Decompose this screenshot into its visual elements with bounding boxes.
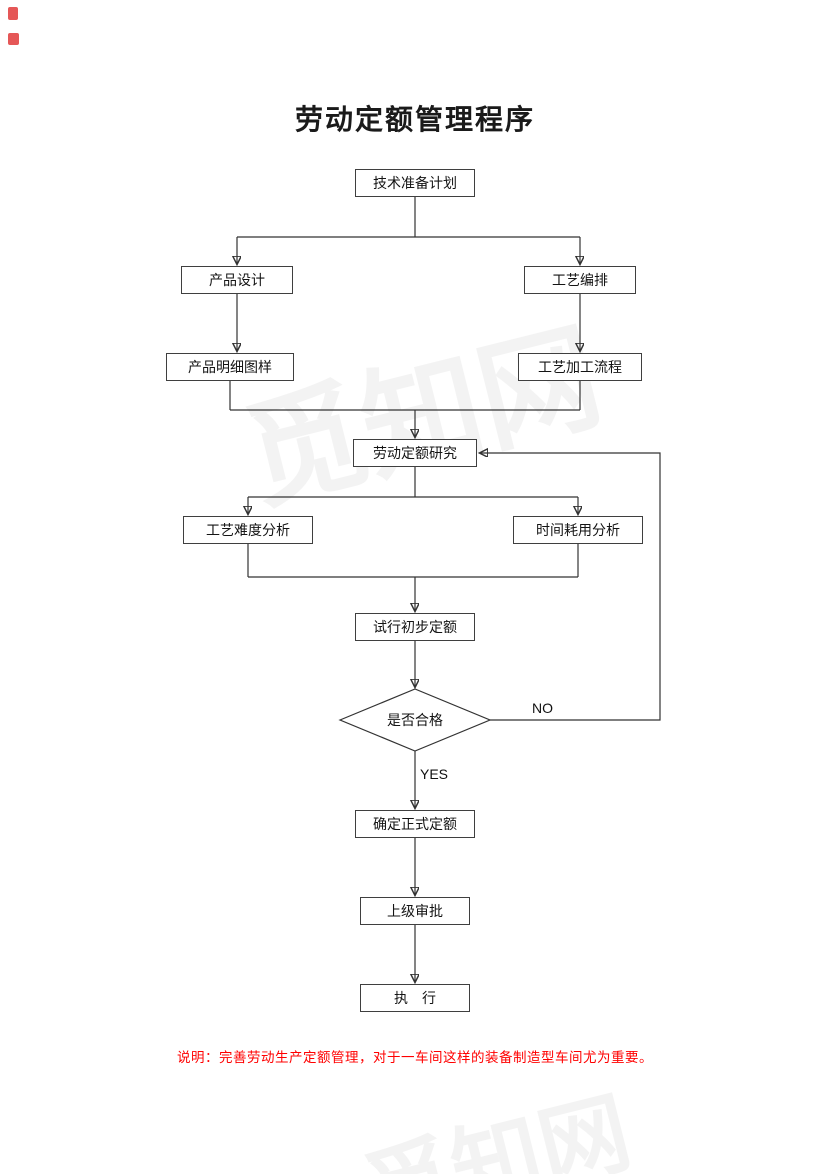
bottom-note: 说明：完善劳动生产定额管理，对于一车间这样的装备制造型车间尤为重要。 bbox=[177, 1050, 653, 1065]
page-title: 劳动定额管理程序 bbox=[294, 104, 535, 135]
node-tech-preparation-plan: 技术准备计划 bbox=[355, 169, 475, 197]
node-superior-approval: 上级审批 bbox=[360, 897, 470, 925]
node-labor-quota-research: 劳动定额研究 bbox=[353, 439, 477, 467]
corner-watermark-mark bbox=[8, 33, 19, 45]
node-process-machining-flow: 工艺加工流程 bbox=[518, 353, 642, 381]
node-product-design: 产品设计 bbox=[181, 266, 293, 294]
node-process-difficulty-analysis: 工艺难度分析 bbox=[183, 516, 313, 544]
node-product-detail-drawings: 产品明细图样 bbox=[166, 353, 294, 381]
node-process-arrangement: 工艺编排 bbox=[524, 266, 636, 294]
edge-no-loop bbox=[480, 453, 661, 721]
decision-is-qualified: 是否合格 bbox=[387, 712, 443, 728]
edge-label-yes: YES bbox=[420, 766, 449, 782]
corner-watermark-mark bbox=[8, 7, 18, 20]
node-execute: 执 行 bbox=[360, 984, 470, 1012]
node-trial-preliminary-quota: 试行初步定额 bbox=[355, 613, 475, 641]
node-time-consumption-analysis: 时间耗用分析 bbox=[513, 516, 643, 544]
edge-label-no: NO bbox=[532, 700, 553, 716]
node-determine-formal-quota: 确定正式定额 bbox=[355, 810, 475, 838]
